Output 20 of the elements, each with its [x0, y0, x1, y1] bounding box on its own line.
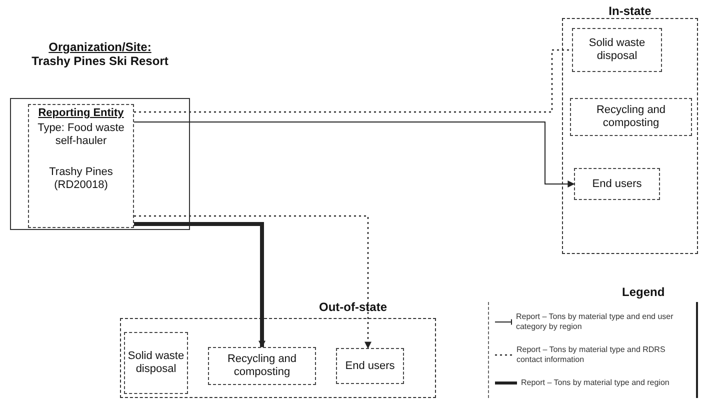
group-heading: Organization/Site: Trashy Pines Ski Resort: [30, 40, 170, 70]
connector-arrow: [134, 122, 575, 188]
destination-box: End users: [336, 348, 404, 384]
destination-box: Recycling and composting: [208, 347, 316, 385]
destination-box: Solid waste disposal: [124, 332, 188, 394]
entity-text: Reporting Entity: [38, 107, 124, 120]
group-heading: Out-of-state: [318, 300, 388, 316]
connector-arrow: [134, 215, 372, 349]
entity-text: Type: Food waste self-hauler: [36, 122, 126, 148]
legend-text: Report – Tons by material type and region: [521, 378, 670, 388]
group-heading: In-state: [608, 4, 652, 18]
entity-box: [28, 104, 134, 228]
legend-text: Report – Tons by material type and end user category by region: [516, 312, 674, 332]
connector-arrow: [134, 222, 266, 348]
destination-box: Solid waste disposal: [572, 28, 662, 72]
destination-box: Recycling and composting: [570, 98, 692, 136]
entity-text: Trashy Pines (RD20018): [48, 166, 114, 192]
destination-box: End users: [574, 168, 660, 200]
legend-text: Report – Tons by material type and RDRS contact information: [516, 344, 666, 365]
legend-title: Legend: [622, 285, 665, 299]
